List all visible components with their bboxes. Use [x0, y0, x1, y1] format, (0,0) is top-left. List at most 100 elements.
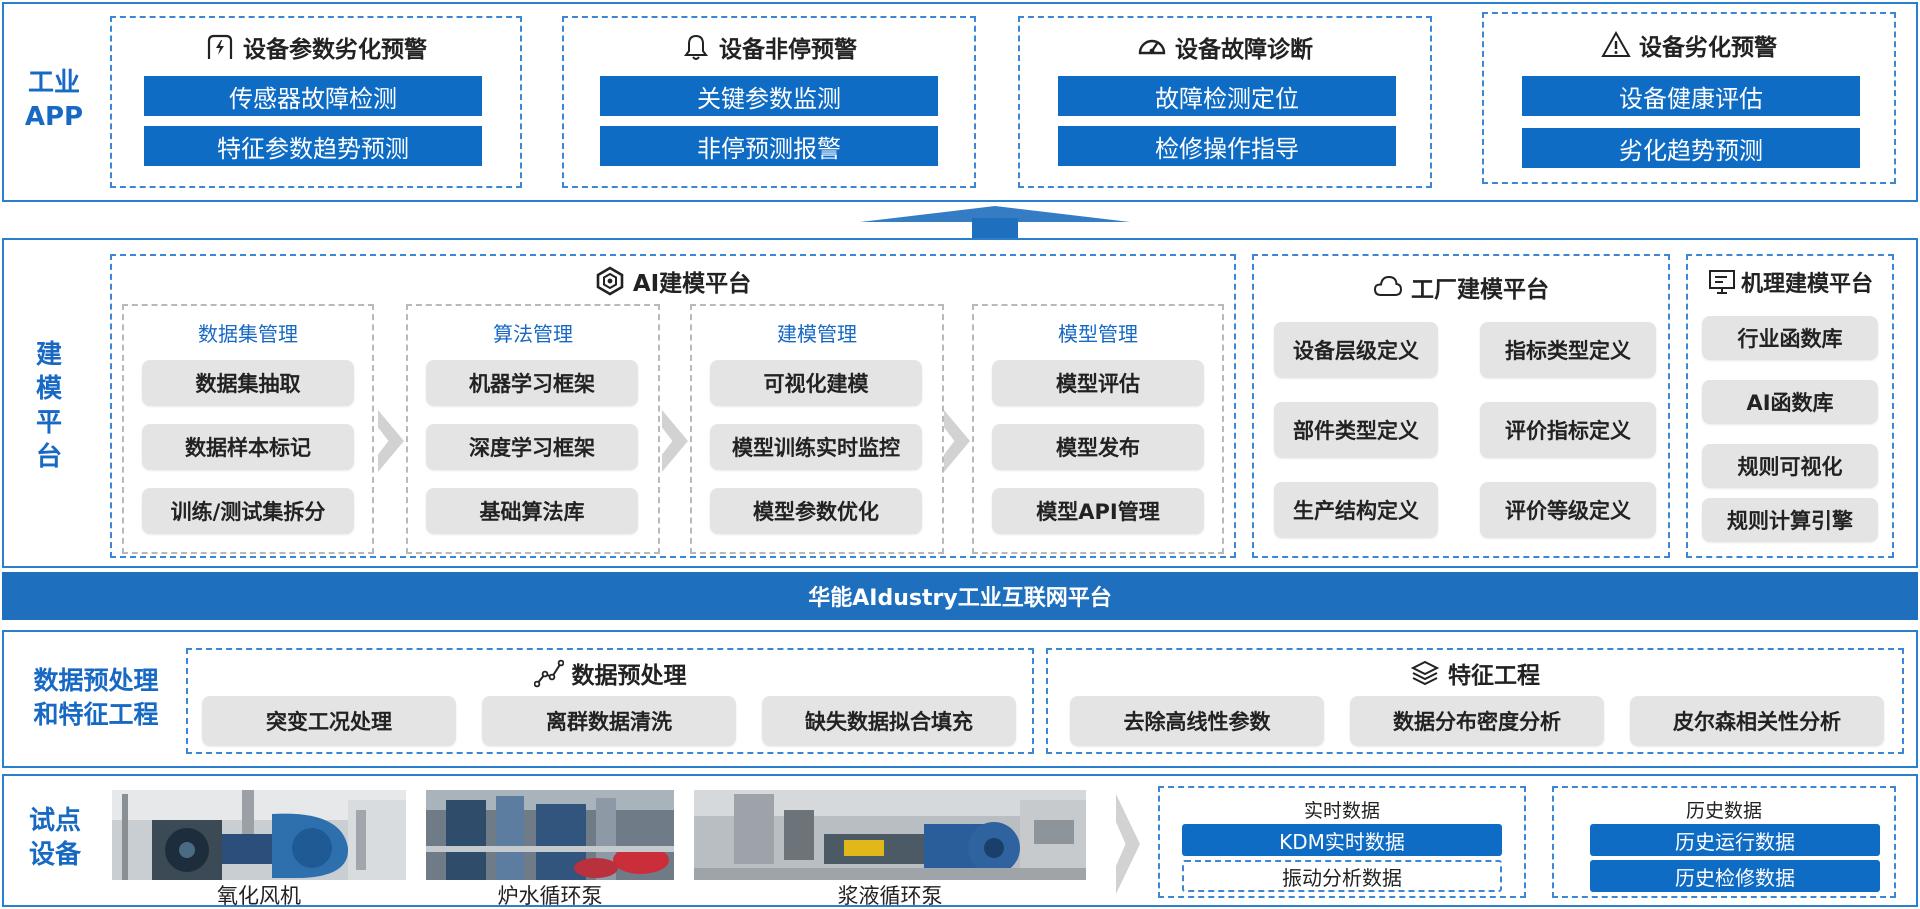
app-card-fault-diagnosis[interactable]: 设备故障诊断 故障检测定位 检修操作指导	[1018, 16, 1432, 188]
app-item-button[interactable]: 特征参数趋势预测	[144, 126, 482, 166]
factory-item[interactable]: 部件类型定义	[1274, 402, 1438, 458]
ai-platform-header: AI建模平台	[112, 264, 1234, 298]
group-title: 模型管理	[1058, 322, 1138, 346]
app-card-nonstop-warning[interactable]: 设备非停预警 关键参数监测 非停预测报警	[562, 16, 976, 188]
bell-icon	[684, 34, 708, 60]
app-item-button[interactable]: 设备健康评估	[1522, 76, 1860, 116]
factory-item[interactable]: 评价等级定义	[1480, 482, 1656, 538]
group-item[interactable]: 模型发布	[992, 424, 1204, 470]
realtime-item[interactable]: KDM实时数据	[1182, 824, 1502, 856]
group-algorithm-management: 算法管理 机器学习框架 深度学习框架 基础算法库	[406, 304, 660, 554]
realtime-title: 实时数据	[1303, 800, 1380, 822]
app-card-title: 设备故障诊断	[1175, 37, 1313, 63]
app-item-button[interactable]: 非停预测报警	[600, 126, 938, 166]
lightning-shield-icon	[207, 34, 233, 59]
realtime-data-box: 实时数据 KDM实时数据 振动分析数据	[1158, 786, 1526, 898]
history-item[interactable]: 历史运行数据	[1590, 824, 1880, 856]
factory-platform-title: 工厂建模平台	[1411, 277, 1549, 303]
warning-icon	[1601, 30, 1631, 57]
group-item[interactable]: 机器学习框架	[426, 360, 638, 406]
data-pre-title: 数据预处理	[571, 663, 687, 689]
ai-hex-icon	[596, 266, 624, 296]
data-preprocessing-box: 数据预处理 突变工况处理 离群数据清洗 缺失数据拟合填充	[186, 648, 1034, 754]
mechanism-modeling-platform: 机理建模平台 行业函数库 AI函数库 规则可视化 规则计算引擎	[1686, 254, 1894, 558]
group-modeling-management: 建模管理 可视化建模 模型训练实时监控 模型参数优化	[690, 304, 944, 554]
group-item[interactable]: 模型API管理	[992, 488, 1204, 534]
group-item[interactable]: 可视化建模	[710, 360, 922, 406]
industry-app-label: 工业 APP	[24, 68, 84, 132]
modeling-label: 建 模 平 台	[35, 340, 62, 472]
equipment-photo-slurry-pump	[694, 790, 1086, 880]
app-card-header: 设备劣化预警	[1484, 28, 1894, 62]
group-item[interactable]: 模型评估	[992, 360, 1204, 406]
monitor-icon	[1708, 270, 1735, 294]
app-card-header: 设备非停预警	[564, 30, 974, 64]
line-chart-icon	[533, 659, 564, 688]
ai-platform-title: AI建模平台	[632, 271, 752, 297]
feature-item[interactable]: 去除高线性参数	[1070, 696, 1324, 746]
group-item[interactable]: 模型训练实时监控	[710, 424, 922, 470]
pilot-label: 试点 设备	[28, 806, 81, 870]
data-pre-header: 数据预处理	[188, 656, 1032, 690]
history-data-box: 历史数据 历史运行数据 历史检修数据	[1552, 786, 1896, 898]
app-card-param-degradation[interactable]: 设备参数劣化预警 传感器故障检测 特征参数趋势预测	[110, 16, 522, 188]
preprocessing-label: 数据预处理 和特征工程	[33, 666, 159, 729]
group-item[interactable]: 训练/测试集拆分	[142, 488, 354, 534]
group-title: 数据集管理	[198, 322, 298, 346]
data-pre-item[interactable]: 离群数据清洗	[482, 696, 736, 746]
history-title: 历史数据	[1685, 800, 1762, 822]
group-item[interactable]: 数据样本标记	[142, 424, 354, 470]
factory-modeling-platform: 工厂建模平台 设备层级定义 指标类型定义 部件类型定义 评价指标定义 生产结构定…	[1252, 254, 1670, 558]
equipment-photo-boiler-pump	[426, 790, 674, 880]
cloud-icon	[1373, 275, 1403, 296]
gauge-icon	[1138, 39, 1166, 55]
group-title: 建模管理	[777, 322, 857, 346]
app-item-button[interactable]: 关键参数监测	[600, 76, 938, 116]
app-card-header: 设备故障诊断	[1020, 30, 1430, 64]
mechanism-item[interactable]: AI函数库	[1702, 380, 1878, 424]
ai-modeling-platform: AI建模平台	[110, 254, 1236, 558]
app-item-button[interactable]: 劣化趋势预测	[1522, 128, 1860, 168]
group-item[interactable]: 基础算法库	[426, 488, 638, 534]
factory-item[interactable]: 指标类型定义	[1480, 322, 1656, 378]
layers-icon	[1410, 660, 1440, 686]
app-card-title: 设备劣化预警	[1639, 35, 1777, 61]
feature-engineering-box: 特征工程 去除高线性参数 数据分布密度分析 皮尔森相关性分析	[1046, 648, 1904, 754]
data-pre-item[interactable]: 突变工况处理	[202, 696, 456, 746]
mechanism-platform-header: 机理建模平台	[1688, 266, 1892, 298]
up-arrow-icon	[860, 206, 1130, 240]
equipment-caption: 炉水循环泵	[497, 884, 603, 908]
realtime-item[interactable]: 振动分析数据	[1182, 860, 1502, 892]
group-item[interactable]: 深度学习框架	[426, 424, 638, 470]
app-card-header: 设备参数劣化预警	[112, 30, 520, 64]
mechanism-item[interactable]: 规则可视化	[1702, 444, 1878, 488]
group-item[interactable]: 数据集抽取	[142, 360, 354, 406]
feature-item[interactable]: 数据分布密度分析	[1350, 696, 1604, 746]
group-title: 算法管理	[493, 322, 573, 346]
platform-bar-label: 华能AIdustry工业互联网平台	[808, 586, 1112, 611]
group-item[interactable]: 模型参数优化	[710, 488, 922, 534]
app-item-button[interactable]: 传感器故障检测	[144, 76, 482, 116]
app-item-button[interactable]: 故障检测定位	[1058, 76, 1396, 116]
app-card-title: 设备非停预警	[719, 37, 857, 63]
data-pre-item[interactable]: 缺失数据拟合填充	[762, 696, 1016, 746]
group-dataset-management: 数据集管理 数据集抽取 数据样本标记 训练/测试集拆分	[122, 304, 374, 554]
feature-title: 特征工程	[1448, 663, 1540, 689]
factory-item[interactable]: 设备层级定义	[1274, 322, 1438, 378]
mechanism-item[interactable]: 行业函数库	[1702, 316, 1878, 360]
history-item[interactable]: 历史检修数据	[1590, 860, 1880, 892]
factory-item[interactable]: 生产结构定义	[1274, 482, 1438, 538]
factory-platform-header: 工厂建模平台	[1254, 270, 1668, 304]
app-card-title: 设备参数劣化预警	[243, 37, 427, 63]
equipment-caption: 氧化风机	[217, 884, 301, 908]
equipment-photo-oxidation-fan	[112, 790, 406, 880]
equipment-caption: 浆液循环泵	[837, 884, 943, 908]
mechanism-platform-title: 机理建模平台	[1740, 272, 1873, 297]
app-item-button[interactable]: 检修操作指导	[1058, 126, 1396, 166]
group-model-management: 模型管理 模型评估 模型发布 模型API管理	[972, 304, 1224, 554]
factory-item[interactable]: 评价指标定义	[1480, 402, 1656, 458]
feature-item[interactable]: 皮尔森相关性分析	[1630, 696, 1884, 746]
mechanism-item[interactable]: 规则计算引擎	[1702, 498, 1878, 542]
feature-header: 特征工程	[1048, 656, 1902, 690]
app-card-degradation-warning[interactable]: 设备劣化预警 设备健康评估 劣化趋势预测	[1482, 12, 1896, 184]
